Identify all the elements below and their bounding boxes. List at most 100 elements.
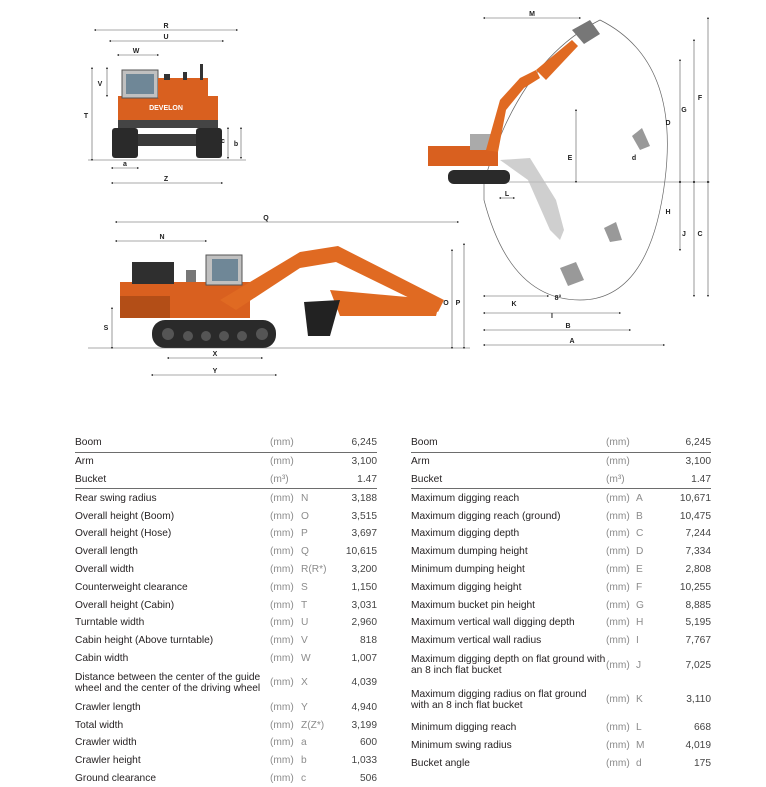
spec-unit: (mm) [606,492,630,504]
spec-label: Boom [75,434,270,453]
spec-unit: (mm) [606,757,630,769]
side-view-drawing: DEVELON Q N O P S X Y [88,215,470,377]
table-row: Distance between the center of the guide… [75,667,377,698]
spec-value: 7,244 [685,528,712,540]
spec-label: Maximum digging reach (ground) [411,510,561,522]
spec-unit: (mm) [270,617,294,629]
spec-unit: (mm) [606,617,630,629]
spec-code: N [301,492,309,504]
spec-code [301,470,333,490]
spec-label: Maximum digging height [411,581,522,593]
spec-unit: (mm) [606,694,630,706]
dim-label-X: X [213,351,218,358]
dim-label-Z: Z [164,176,169,183]
dim-label-V: V [98,81,103,88]
table-row: Arm(mm)3,100 [411,452,711,470]
spec-value: 1,033 [351,755,378,767]
spec-label: Cabin height (Above turntable) [75,635,214,647]
dim-label-W: W [133,48,140,55]
front-brand-logo: DEVELON [149,105,183,112]
spec-label: Overall height (Boom) [75,510,175,522]
dim-label-J: J [682,231,686,238]
spec-value: 506 [360,772,377,784]
spec-unit: (mm) [606,739,630,751]
spec-unit: (mm) [270,563,294,575]
dim-label-K: K [511,301,516,308]
spec-value: 668 [694,721,711,733]
spec-label: Rear swing radius [75,492,157,504]
spec-value: 10,475 [679,510,711,522]
spec-value: 4,039 [351,677,378,689]
dim-label-T: T [84,113,89,120]
spec-label: Overall height (Hose) [75,528,172,540]
spec-unit: (mm) [270,737,294,749]
spec-value: 4,940 [351,701,378,713]
spec-value: 175 [694,757,711,769]
spec-label: Arm [411,456,430,468]
table-row: Bucket(m³)1.47 [411,470,711,490]
spec-unit: (mm) [270,599,294,611]
dim-label-b: b [234,141,238,148]
dim-label-U: U [163,34,168,41]
spec-value: 8,885 [685,599,712,611]
spec-code: a [301,737,307,749]
table-row: Maximum digging radius on flat ground wi… [411,681,711,719]
spec-value: 3,100 [351,456,378,468]
spec-label: Overall height (Cabin) [75,599,175,611]
spec-code: b [301,755,307,767]
spec-unit: (mm) [270,772,294,784]
spec-unit: (mm) [606,635,630,647]
spec-unit: (mm) [270,434,301,453]
spec-unit: (mm) [270,677,294,689]
spec-label: Maximum digging reach [411,492,520,504]
spec-unit: (mm) [606,510,630,522]
spec-unit: (mm) [270,652,294,664]
angle-label: 8° [555,294,562,302]
table-row: Total width(mm)Z(Z*)3,199 [75,716,377,734]
spec-label: Bucket [411,470,606,490]
spec-label: Minimum swing radius [411,739,512,751]
spec-code: O [301,510,309,522]
spec-code: J [636,659,642,671]
dim-label-I: I [551,313,553,320]
spec-unit: (mm) [606,546,630,558]
dim-label-B: B [565,323,570,330]
spec-label: Maximum digging depth [411,528,520,540]
spec-label: Cabin width [75,652,129,664]
spec-unit: (mm) [270,755,294,767]
dim-label-a: a [123,161,127,168]
spec-code: F [636,581,643,593]
table-row: Boom(mm)6,245 [411,434,711,453]
spec-unit: (mm) [270,510,294,522]
spec-value: 3,110 [686,694,711,706]
spec-label: Crawler height [75,755,141,767]
spec-value: 3,200 [351,563,378,575]
spec-label: Overall length [75,546,138,558]
spec-value: 1,150 [351,581,378,593]
spec-code: B [636,510,643,522]
spec-value: 6,245 [333,434,377,453]
dim-label-D: D [665,120,670,127]
spec-code: M [636,739,645,751]
dim-label-H: H [665,209,670,216]
spec-code: C [636,528,644,540]
spec-unit: (mm) [270,546,294,558]
spec-unit: (mm) [606,721,630,733]
spec-label: Crawler width [75,737,137,749]
spec-value: 6,245 [666,434,711,453]
spec-label: Maximum bucket pin height [411,599,536,611]
spec-label: Distance between the center of the guide… [75,671,261,694]
spec-value: 10,255 [679,581,711,593]
spec-label: Boom [411,434,606,453]
spec-label: Bucket [75,470,270,490]
table-row: Maximum vertical wall digging depth(mm)H… [411,614,711,632]
spec-value: 600 [360,737,377,749]
